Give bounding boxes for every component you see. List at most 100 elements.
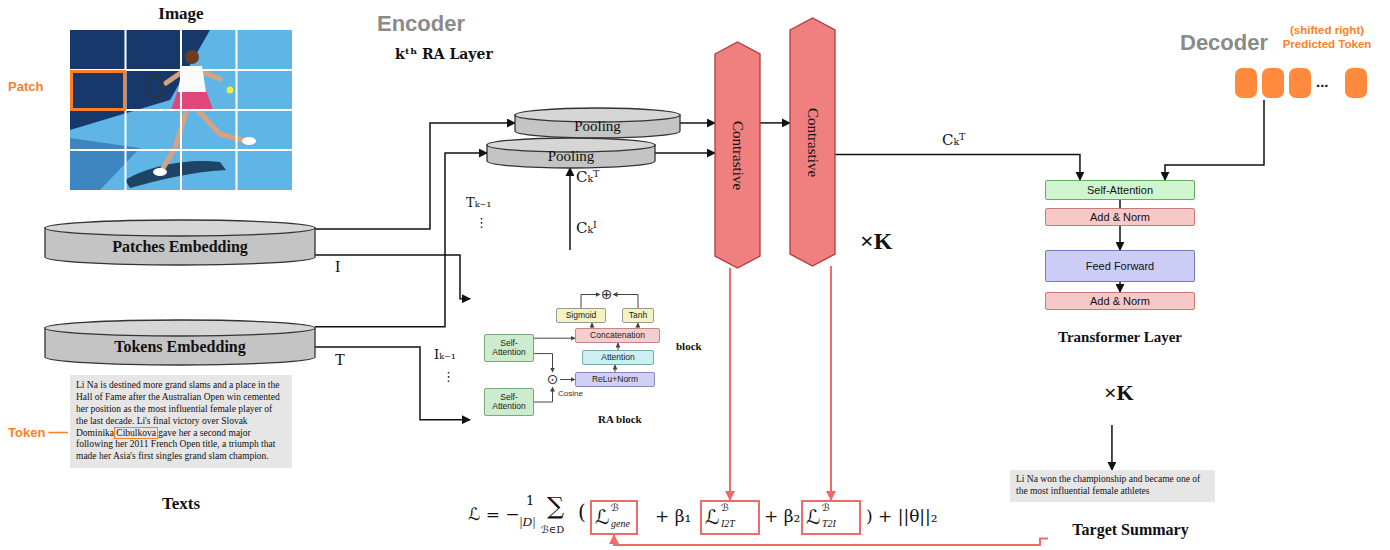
connector-arrow [655, 152, 715, 154]
node-shape [383, 38, 855, 450]
connector-arrow [835, 154, 1080, 180]
connector-label: I [335, 258, 340, 276]
node-text: Self-Attention [485, 393, 533, 411]
connector-arrow [1165, 100, 1264, 180]
connector-label: T [335, 351, 345, 369]
connector-arrow [680, 122, 715, 124]
formula-part: 1 [526, 493, 534, 508]
operation-box: Self-Attention [484, 334, 534, 362]
pooling-cylinder: Pooling [515, 108, 680, 138]
layer-box: Add & Norm [1045, 208, 1195, 226]
node-text: ⊕ [601, 288, 613, 301]
connector-label: Cₖᵀ [942, 131, 965, 149]
operation-box: Sigmoid [556, 308, 606, 323]
connector-arrow [569, 168, 571, 250]
connector-arrow [315, 153, 487, 327]
encoder-region: Encoderkᵗʰ RA LayerPoolingPoolingRA bloc… [365, 5, 930, 463]
ra-layer-region: kᵗʰ RA LayerPoolingPoolingRA block⊕Sigmo… [383, 38, 855, 450]
graphic-part [125, 161, 226, 188]
graphic-part [1289, 68, 1311, 98]
layer-box: Self-Attention [1045, 180, 1195, 200]
graphic-part [470, 263, 670, 445]
node-text: T2I [822, 518, 836, 529]
connector-arrow [1119, 282, 1121, 292]
formula-part: |D| [519, 514, 536, 530]
node-text: ReLu+Norm [592, 375, 638, 384]
graphic-part [72, 72, 125, 110]
node-text: RA block [598, 413, 642, 425]
node-text: Pooling [574, 111, 621, 135]
node-text: ℒ [705, 506, 719, 528]
connector-arrow [830, 266, 832, 500]
connector-label: Cₖᵀ [576, 168, 599, 186]
node-text: Decoder [1180, 30, 1268, 56]
graphic-part [45, 220, 315, 236]
operation-box: Tanh [622, 308, 654, 323]
graphic-part [162, 148, 175, 170]
node-text: Tanh [629, 311, 647, 320]
graphic-part [202, 72, 220, 79]
loss-term-box: ℒℬ I2T [700, 500, 760, 535]
connector-arrow [613, 295, 638, 309]
ellipsis: ⋮ [475, 216, 488, 229]
node-text: Target Summary [1072, 521, 1188, 539]
residual-line [1037, 170, 1080, 217]
node-text: Attention [601, 353, 635, 362]
loss-term-box: ℒℬT2I [801, 500, 861, 535]
operation-box: Attention [582, 350, 654, 365]
node-text: Add & Norm [1090, 295, 1150, 307]
leader-line [48, 432, 68, 434]
connector-arrow [315, 123, 515, 229]
connector-arrow [534, 338, 575, 339]
node-text: ℬ [822, 502, 830, 513]
node-text: I2T [721, 518, 735, 529]
repeat-label: ×K [860, 228, 892, 255]
graphic-part [185, 50, 199, 64]
graphic-part [505, 198, 715, 360]
ellipsis: ⋮ [442, 370, 455, 383]
graphic-part [1345, 68, 1367, 98]
formula-part: + β₂ [764, 506, 800, 526]
connector-arrow [618, 343, 619, 350]
connector-arrow [1119, 226, 1121, 250]
node-text: Self-Attention [485, 339, 533, 357]
operation-box: Self-Attention [484, 388, 534, 416]
embedding-cylinder: Tokens Embedding [45, 320, 315, 365]
block-label: block [676, 340, 702, 352]
graphic-part [227, 87, 234, 94]
connector-arrow [614, 535, 1048, 545]
transformer-cylinder: Transformer LayerSelf-AttentionAdd & Nor… [1010, 125, 1230, 375]
callout-label: Patch [8, 79, 43, 94]
node-text: Add & Norm [1090, 211, 1150, 223]
fraction-bar [518, 511, 541, 512]
graphic-part [153, 168, 167, 176]
layer-box: Feed Forward [1045, 250, 1195, 282]
formula-part: + β₁ [655, 506, 691, 526]
graphic-part [70, 149, 292, 151]
connector-arrow [534, 354, 553, 372]
node-text: ℒ [595, 506, 609, 528]
node-text: ℬ [721, 502, 729, 513]
node-text: Contrastive [804, 107, 821, 176]
graphic-part [1010, 125, 1230, 157]
graphic-part [220, 134, 246, 141]
text-panel: Li Na is destined more grand slams and a… [70, 375, 292, 468]
summary-box: Li Na won the championship and became on… [1010, 470, 1215, 502]
node-shape [365, 5, 930, 463]
node-text: Contrastive [729, 120, 746, 189]
graphic-part [367, 7, 929, 462]
formula-part: ℒ = − [468, 504, 520, 524]
sum-symbol: ⊕ [600, 288, 613, 301]
graphic-part [384, 39, 854, 449]
graphic-part [242, 137, 256, 145]
node-text: (shifted right) Predicted Token [1272, 24, 1382, 52]
formula-part: ∑ [547, 492, 564, 520]
connector-arrow [1111, 425, 1113, 470]
node-shape [70, 30, 292, 190]
node-text: Li Na won the championship and became on… [1016, 474, 1209, 498]
graphic-part [45, 320, 315, 336]
connector-arrow [315, 347, 470, 420]
recurrent-input-label: Tₖ₋₁ [466, 195, 492, 210]
node-text: Concatenation [590, 331, 645, 340]
connector-arrow [534, 387, 553, 402]
